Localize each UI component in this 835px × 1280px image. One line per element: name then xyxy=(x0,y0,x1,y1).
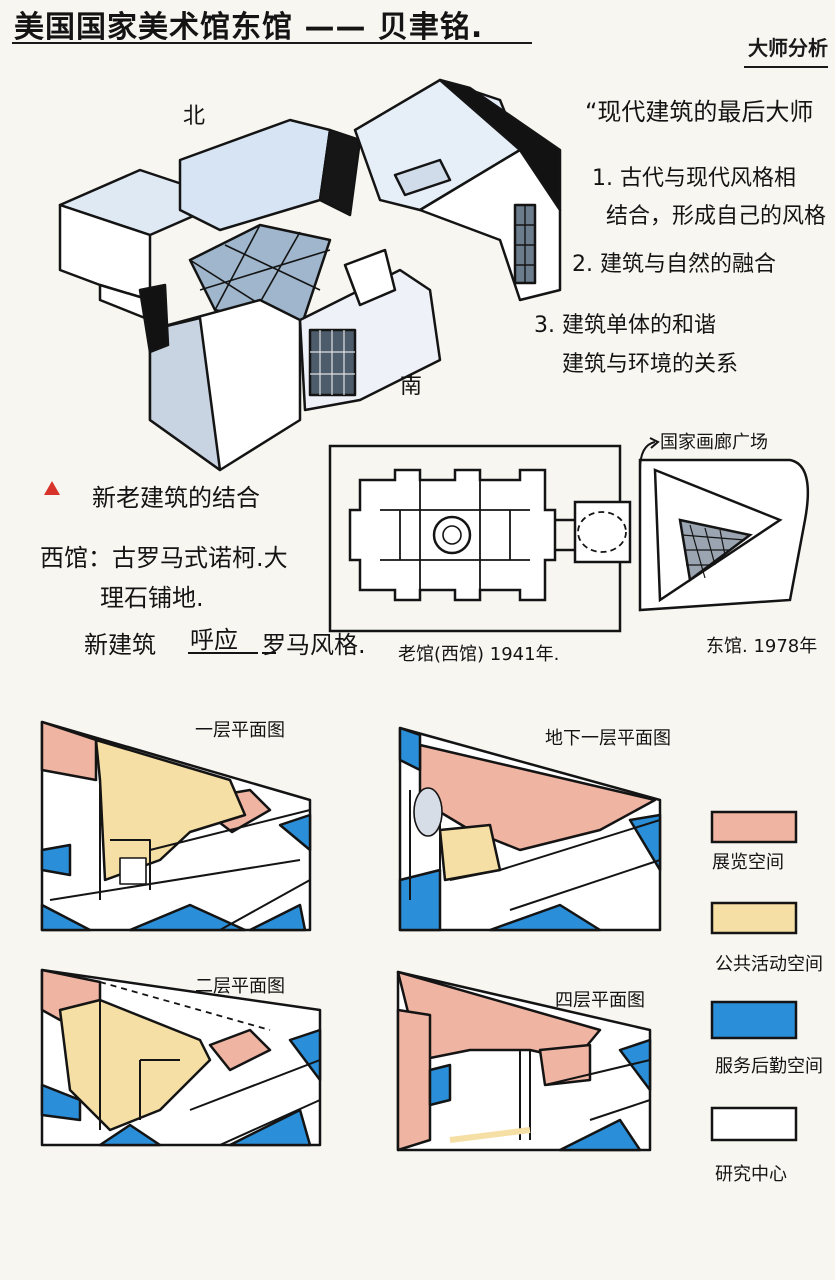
fp3-walls xyxy=(99,1000,321,1146)
plan-plaza-fountain xyxy=(577,511,627,553)
axo-lobby-mullions xyxy=(310,330,355,395)
note-marker-icon xyxy=(44,481,60,495)
fp3-service-c xyxy=(288,1028,322,1082)
plan-rotunda xyxy=(432,515,472,555)
fp2-service-d xyxy=(628,813,662,872)
section-badge: 大师分析 xyxy=(748,36,828,60)
fp3-service-a xyxy=(40,1083,82,1122)
floor-plan-label-3: 二层平面图 xyxy=(195,976,285,997)
legend-swatch-service xyxy=(710,1000,798,1040)
compass-south: 南 xyxy=(400,374,423,399)
fp1-stair xyxy=(119,857,147,885)
fp2-walls xyxy=(409,790,661,930)
axonometric-sketch xyxy=(58,78,562,472)
floor-plan-label-4: 四层平面图 xyxy=(555,990,645,1011)
floor-plan-2 xyxy=(398,726,662,932)
fp4-exhibit-b xyxy=(396,1008,432,1152)
analysis-point-3: 3. 建筑单体的和谐 xyxy=(534,313,716,338)
fp4-service-a xyxy=(558,1118,642,1152)
legend-label-service: 服务后勤空间 xyxy=(715,1056,823,1077)
fp3-exhibit-b xyxy=(208,1028,272,1072)
page-title: 美国国家美术馆东馆 —— 贝聿铭. xyxy=(14,10,484,45)
plan-connector xyxy=(555,518,575,552)
plan-old-caption: 老馆(西馆) 1941年. xyxy=(398,644,560,665)
fp4-exhibit-c xyxy=(538,1043,592,1087)
fp1-service-a xyxy=(40,843,72,877)
analysis-point-2: 2. 建筑与自然的融合 xyxy=(572,252,776,277)
plan-plaza-arrowhead xyxy=(649,437,660,449)
analysis-point-1: 1. 古代与现代风格相 xyxy=(592,166,796,191)
axo-prism-dark xyxy=(438,78,562,212)
legend-label-research: 研究中心 xyxy=(715,1164,787,1185)
fp3-public xyxy=(58,998,212,1132)
note-new-prefix: 新建筑 xyxy=(84,631,156,659)
floor-plan-label-2: 地下一层平面图 xyxy=(545,728,671,749)
axo-skylight xyxy=(393,158,452,197)
fp3-service-d xyxy=(98,1123,162,1147)
legend-label-public: 公共活动空间 xyxy=(715,954,823,975)
fp4-service-b xyxy=(618,1038,652,1092)
plan-plaza-arrow xyxy=(639,441,656,471)
fp1-service-d xyxy=(278,813,312,852)
axo-window-mullions xyxy=(515,205,535,283)
note-west-building-2: 理石铺地. xyxy=(100,584,204,612)
note-new-suffix: 罗马风格. xyxy=(262,631,366,659)
plan-plaza xyxy=(573,500,632,564)
fp3-dashed xyxy=(99,981,271,1031)
fp2-service-c xyxy=(488,903,602,932)
fp3-service-b xyxy=(228,1108,312,1147)
floor-plan-1 xyxy=(40,720,312,932)
axo-front-shade xyxy=(148,316,222,472)
title-underline xyxy=(12,42,532,44)
fp1-service-c xyxy=(128,903,247,932)
axo-tower xyxy=(343,248,397,307)
note-new-underlined: 呼应 xyxy=(190,626,238,654)
plan-west-partitions xyxy=(380,480,530,590)
fp1-exhibit-a xyxy=(40,720,98,782)
axo-atrium-frame xyxy=(189,224,331,331)
plan-rotunda-inner xyxy=(442,525,462,545)
floor-plan-3 xyxy=(40,968,322,1147)
floor-plan-label-1: 一层平面图 xyxy=(195,720,285,741)
fp4-walls xyxy=(429,1015,651,1140)
legend-swatches xyxy=(710,810,798,1142)
fp4-service-c xyxy=(428,1063,452,1107)
analysis-heading: “现代建筑的最后大师 xyxy=(585,98,814,126)
legend-swatch-exhibit xyxy=(710,810,798,844)
axo-black-corner xyxy=(138,283,170,354)
fp1-service-e xyxy=(248,903,307,932)
legend-swatch-research xyxy=(710,1106,798,1142)
fp1-walls xyxy=(41,770,311,931)
compass-north: 北 xyxy=(183,104,206,129)
axo-upper-block xyxy=(178,118,332,232)
plan-plaza-label: 国家画廊广场 xyxy=(660,432,768,453)
legend-label-exhibit: 展览空间 xyxy=(712,852,784,873)
site-plan xyxy=(328,437,810,633)
fp2-service-b xyxy=(398,868,442,932)
note-combination: 新老建筑的结合 xyxy=(92,484,260,512)
axo-atrium-glass xyxy=(188,223,332,332)
analysis-point-1b: 结合，形成自己的风格 xyxy=(606,204,827,229)
fp2-service-a xyxy=(398,726,422,772)
axo-upper-shadow xyxy=(318,128,362,217)
floor-plan-4 xyxy=(396,970,652,1152)
plan-new-caption: 东馆. 1978年 xyxy=(706,636,818,657)
fp2-auditorium xyxy=(413,787,443,837)
analysis-point-3b: 建筑与环境的关系 xyxy=(562,352,739,377)
badge-underline xyxy=(744,66,828,68)
note-west-building: 西馆：古罗马式诺柯.大 xyxy=(40,544,288,572)
fp4-path xyxy=(449,1127,531,1143)
legend-swatch-public xyxy=(710,901,798,935)
plan-east-grid xyxy=(681,524,746,579)
